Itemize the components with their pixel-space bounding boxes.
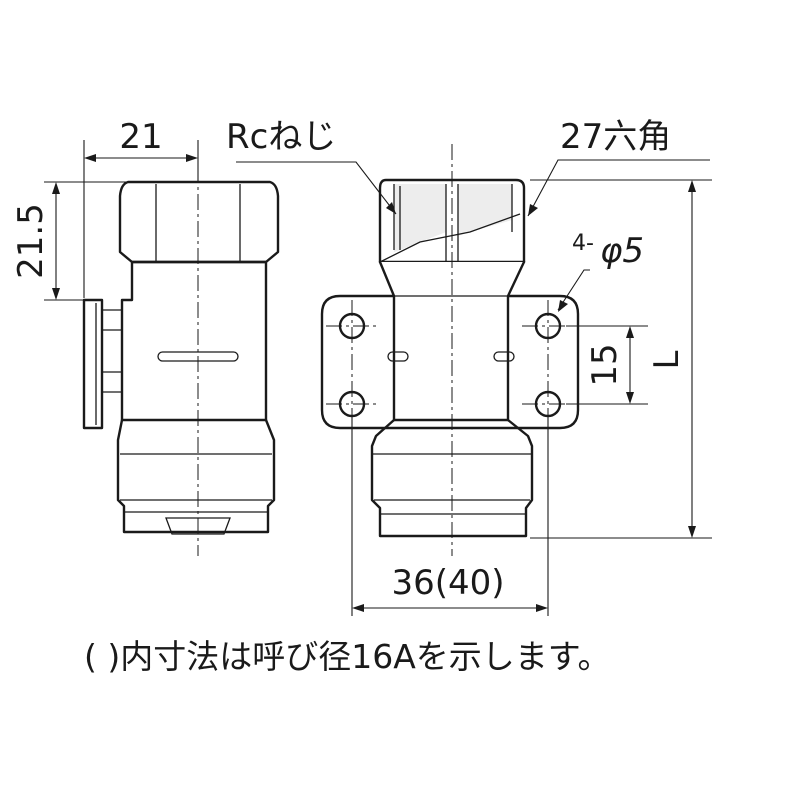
thread-lines xyxy=(393,184,513,262)
dim-21-5-label: 21.5 xyxy=(11,203,51,279)
thread-cutaway xyxy=(458,184,512,236)
dimension-note: ( )内寸法は呼び径16Aを示します。 xyxy=(84,637,611,676)
front-flange-plate xyxy=(320,294,580,430)
dim-21-label: 21 xyxy=(119,117,162,157)
hex-callout: 27六角 xyxy=(527,117,710,217)
rc-thread-label: Rcねじ xyxy=(226,117,336,157)
cut-line xyxy=(379,213,521,263)
front-slot-right xyxy=(493,351,515,362)
rc-thread-callout: Rcねじ xyxy=(226,117,397,215)
front-view xyxy=(320,144,580,556)
dim-36-40: 36(40) xyxy=(351,416,549,616)
dim-21: 21 xyxy=(83,117,199,298)
dim-L: L xyxy=(530,179,712,539)
front-slot-left xyxy=(387,351,409,362)
dim-21-5: 21.5 xyxy=(11,181,128,301)
side-flange xyxy=(82,298,104,430)
dim-15: 15 xyxy=(566,325,648,405)
thread-cutaway xyxy=(394,184,446,252)
holes-count-label: 4- xyxy=(572,231,594,256)
side-hex-head xyxy=(118,180,280,264)
side-boss-top xyxy=(102,309,122,331)
holes-dia-label: φ5 xyxy=(600,231,644,271)
front-socket xyxy=(370,418,534,538)
holes-callout: 4- φ5 xyxy=(557,231,644,312)
dim-L-label: L xyxy=(647,350,687,369)
dim-15-label: 15 xyxy=(585,343,625,386)
side-view xyxy=(82,140,280,556)
side-bottom-mark xyxy=(165,517,231,535)
side-socket xyxy=(116,418,276,534)
hex-label: 27六角 xyxy=(560,117,671,157)
side-boss-bottom xyxy=(102,371,122,393)
dim-36-40-label: 36(40) xyxy=(391,563,504,603)
side-body xyxy=(120,260,268,422)
